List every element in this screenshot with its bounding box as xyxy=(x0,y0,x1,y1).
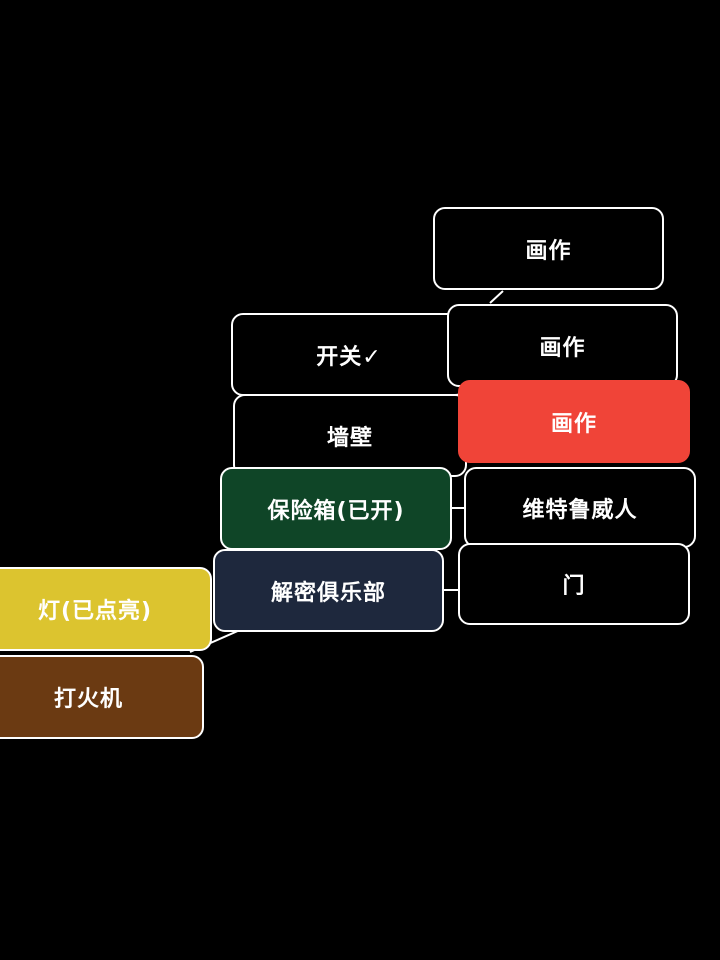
node-lighter-label: 打火机 xyxy=(53,687,123,712)
node-wall-label: 墙壁 xyxy=(326,425,373,451)
node-wall[interactable]: 墙壁 xyxy=(233,394,467,477)
node-switch[interactable]: 开关✓ xyxy=(231,313,467,396)
node-vitruvian-man-label: 维特鲁威人 xyxy=(522,497,638,523)
node-lamp-lit-label: 灯(已点亮) xyxy=(37,599,153,624)
node-puzzle-club-label: 解密俱乐部 xyxy=(270,580,386,606)
node-safe-opened-label: 保险箱(已开) xyxy=(267,498,405,524)
node-painting-selected-label: 画作 xyxy=(550,411,597,437)
node-door-label: 门 xyxy=(562,574,586,599)
node-painting-top[interactable]: 画作 xyxy=(433,207,664,290)
node-door[interactable]: 门 xyxy=(458,543,690,625)
node-painting-top-label: 画作 xyxy=(525,238,572,264)
node-painting-mid-label: 画作 xyxy=(539,335,586,361)
node-safe-opened[interactable]: 保险箱(已开) xyxy=(220,467,452,550)
node-painting-mid[interactable]: 画作 xyxy=(447,304,678,387)
node-switch-label: 开关✓ xyxy=(316,344,382,370)
node-lighter[interactable]: 打火机 xyxy=(0,655,204,739)
link-painting-top-painting-mid xyxy=(489,290,504,304)
node-puzzle-club[interactable]: 解密俱乐部 xyxy=(213,549,444,632)
node-lamp-lit[interactable]: 灯(已点亮) xyxy=(0,567,212,651)
node-vitruvian-man[interactable]: 维特鲁威人 xyxy=(464,467,696,548)
node-painting-selected[interactable]: 画作 xyxy=(458,380,690,463)
